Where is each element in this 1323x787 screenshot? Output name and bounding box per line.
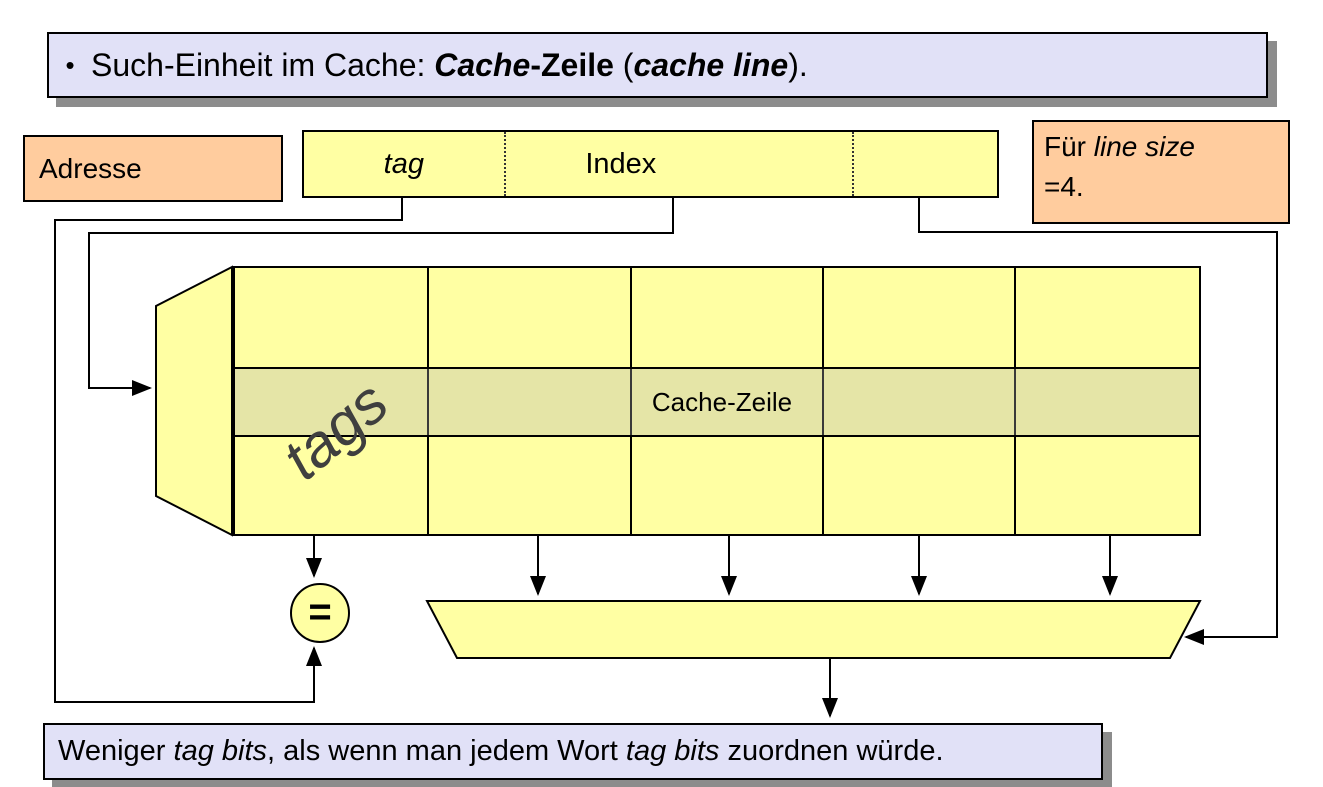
adresse-label: Adresse [39,152,142,184]
tag-connector-line [54,198,403,703]
note-line-1: Für line size [1044,131,1195,162]
title-seg-4: cache line [633,46,789,83]
title-seg-1: Cache [434,46,531,83]
title-seg-5: ). [788,46,808,83]
address-field-offset [852,132,997,196]
title-box: • Such-Einheit im Cache: Cache-Zeile (ca… [47,32,1268,98]
address-field-index: Index [503,132,852,196]
index-field-label: Index [585,147,657,180]
mux-trapezoid [425,600,1202,659]
offset-connector-line [918,198,1278,645]
selected-cache-line-row [235,367,1199,437]
note-line-2: =4. [1044,170,1084,202]
footer-seg-1: tag bits [173,735,268,767]
title-seg-2: -Zeile [530,46,614,83]
adresse-box: Adresse [23,135,283,202]
footer-seg-3: tag bits [625,735,720,767]
grid-divider-2 [630,268,632,534]
address-field-bar: tag Index [302,130,999,198]
tag-memory-pentagon [155,265,233,537]
title-seg-3: ( [613,46,634,83]
grid-divider-1 [427,268,429,534]
bullet-icon: • [65,49,75,80]
title-seg-0: Such-Einheit im Cache: [91,46,435,83]
line-size-note-box: Für line size =4. [1032,120,1290,224]
index-connector-line [88,198,674,396]
footer-seg-2: , als wenn man jedem Wort [267,735,626,767]
footer-seg-0: Weniger [58,735,174,767]
footer-note-box: Weniger tag bits, als wenn man jedem Wor… [43,723,1103,780]
cache-line-row-label: Cache-Zeile [651,386,793,417]
grid-divider-4 [1014,268,1016,534]
page-title: Such-Einheit im Cache: Cache-Zeile (cach… [91,47,808,84]
grid-divider-3 [822,268,824,534]
footer-seg-4: zuordnen würde. [719,735,944,767]
comparator-equals-symbol: = [308,589,332,634]
tag-field-label: tag [383,147,424,180]
cache-array-grid [233,266,1201,536]
comparator-circle [290,583,350,643]
footer-text: Weniger tag bits, als wenn man jedem Wor… [58,735,944,768]
address-field-tag: tag [304,132,504,196]
